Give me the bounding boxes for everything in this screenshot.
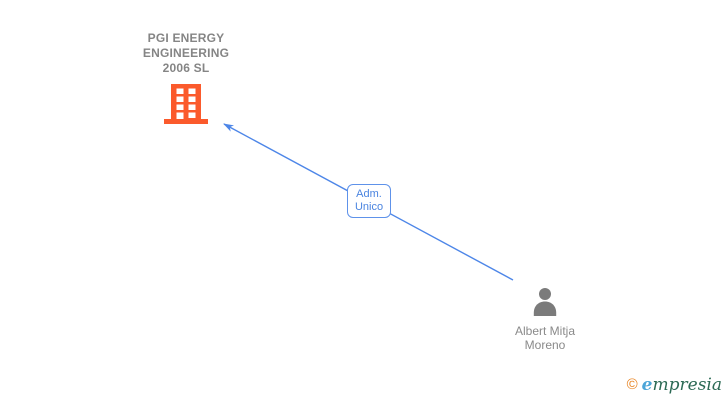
company-name-line: PGI ENERGY [147, 31, 225, 45]
person-name-line: Moreno [524, 338, 566, 352]
building-icon [164, 84, 208, 124]
copyright-icon: © [626, 376, 638, 393]
person-icon-wrap [494, 287, 596, 320]
brand-logo-text: empresia [642, 375, 722, 395]
company-node[interactable]: PGI ENERGY ENGINEERING 2006 SL [110, 31, 262, 124]
relationship-label-line: Unico [354, 201, 384, 213]
company-name: PGI ENERGY ENGINEERING 2006 SL [110, 31, 262, 76]
person-name-line: Albert Mitja [514, 324, 576, 338]
company-name-line: ENGINEERING [142, 46, 230, 60]
person-icon [533, 288, 557, 316]
company-name-line: 2006 SL [162, 61, 210, 75]
relationship-label-line: Adm. [356, 188, 382, 200]
brand-initial: e [641, 375, 653, 395]
company-icon-wrap [110, 83, 262, 124]
brand-footer: ©empresia [627, 375, 722, 395]
relationship-label-box: Adm. Unico [347, 184, 391, 218]
person-node[interactable]: Albert Mitja Moreno [494, 287, 596, 352]
person-name: Albert Mitja Moreno [494, 324, 596, 352]
brand-rest: mpresia [652, 375, 723, 395]
